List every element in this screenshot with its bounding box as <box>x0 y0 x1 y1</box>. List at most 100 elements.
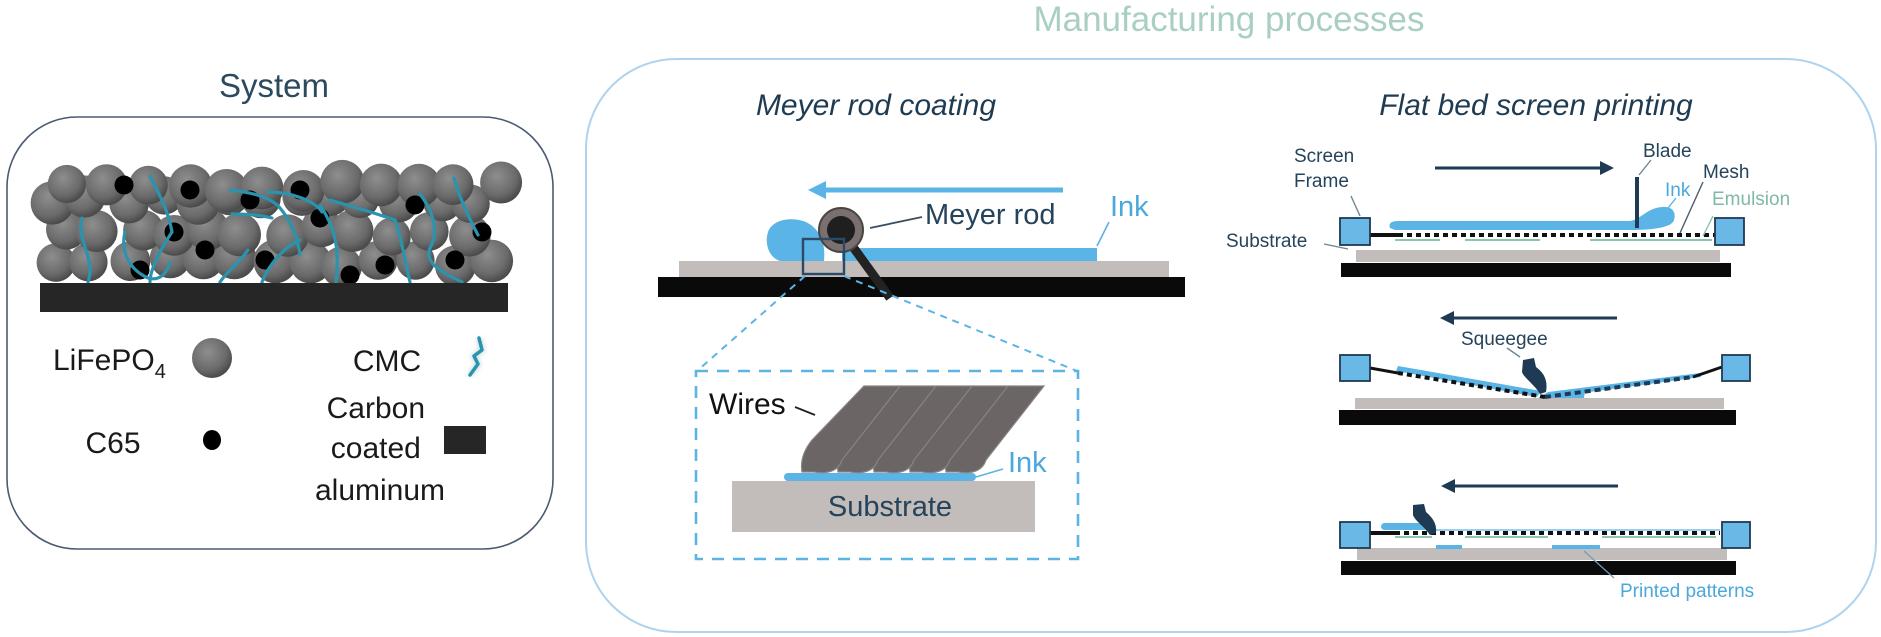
current-collector <box>40 283 508 312</box>
step2-direction-arrow <box>1440 311 1617 325</box>
lifepo4-particle <box>320 159 365 204</box>
projection-line-left <box>696 275 806 372</box>
meyer-rod-core <box>827 216 855 244</box>
inset-ink-label: Ink <box>1008 447 1047 479</box>
step1-frame-right <box>1714 217 1745 246</box>
step1-ink <box>1389 206 1675 230</box>
legend-label-cmc: CMC <box>353 345 421 378</box>
system-title: System <box>219 67 329 104</box>
lifepo4-particle <box>359 163 403 207</box>
dark-rectangle-icon <box>444 426 486 454</box>
emulsion-label: Emulsion <box>1712 189 1790 210</box>
black-dot-icon <box>203 430 221 450</box>
screen-title: Flat bed screen printing <box>1379 89 1693 122</box>
meyer-ink-label: Ink <box>1110 191 1149 223</box>
lifepo4-particle <box>331 209 374 252</box>
cmc-binder-strand <box>260 238 302 284</box>
lifepo4-particle <box>480 161 523 204</box>
screen-step-1: Screen Frame Substrate Blade Mesh Ink Em… <box>1226 141 1790 277</box>
squeegee <box>1522 358 1547 394</box>
step1-ink-label: Ink <box>1665 180 1691 201</box>
step2-substrate <box>1355 398 1724 409</box>
meyer-inset: Wires Ink Substrate <box>694 369 1080 561</box>
screen-step-3: Printed patterns <box>1339 479 1754 602</box>
inset-substrate-label: Substrate <box>828 491 952 523</box>
legend: LiFePO4 CMC C65 Carbon coated aluminum <box>53 336 486 507</box>
c65-particle <box>340 265 360 285</box>
printed-patterns-leader <box>1583 550 1615 579</box>
system-panel: LiFePO4 CMC C65 Carbon coated aluminum <box>6 116 554 550</box>
ink-bead <box>766 219 825 261</box>
gray-sphere-icon <box>192 338 232 378</box>
cmc-binder-strand <box>418 192 464 284</box>
step2-mesh-right <box>1544 375 1694 399</box>
cmc-binder-strand <box>79 216 92 284</box>
blade-label: Blade <box>1643 141 1692 162</box>
step3-frame-right <box>1721 521 1751 549</box>
c65-particle <box>114 175 134 195</box>
step1-leaders <box>1323 159 1714 250</box>
meyer-substrate <box>679 261 1169 277</box>
cmc-binder-strand <box>452 176 480 237</box>
projection-line-right <box>843 275 1078 372</box>
step1-substrate-label: Substrate <box>1226 231 1307 252</box>
lifepo4-particle <box>86 164 128 206</box>
step1-direction-arrow <box>1435 161 1614 175</box>
step1-substrate <box>1356 250 1720 262</box>
step3-frame-left <box>1339 521 1371 549</box>
lifepo4-particle <box>217 213 261 257</box>
cmc-binder-strand <box>328 198 412 284</box>
meyer-wire <box>800 385 902 474</box>
mesh-label: Mesh <box>1703 162 1749 183</box>
wires <box>800 385 1046 474</box>
step3-substrate <box>1357 548 1727 560</box>
meyer-title: Meyer rod coating <box>756 89 996 122</box>
step2-frame-left <box>1339 354 1371 382</box>
squeegee-label: Squeegee <box>1461 329 1548 350</box>
ink-leader <box>1096 221 1110 247</box>
wires-label: Wires <box>709 388 786 421</box>
zoom-region-box <box>801 237 846 276</box>
lifepo4-particle <box>47 164 86 204</box>
step1-base-plate <box>1341 263 1731 277</box>
inset-ink-leader <box>975 468 1004 478</box>
c65-particle <box>445 250 465 270</box>
wires-leader <box>794 406 816 416</box>
printed-patterns-label: Printed patterns <box>1620 581 1754 602</box>
screen-step-2: Squeegee <box>1339 311 1751 425</box>
meyer-base-plate <box>658 277 1185 297</box>
step3-ink <box>1381 523 1429 530</box>
lifepo4-particle <box>372 217 411 256</box>
step2-wire-right <box>1692 365 1723 379</box>
screen-label: Screen Frame <box>1294 146 1359 192</box>
step3-squeegee <box>1413 504 1437 535</box>
step3-base-plate <box>1341 561 1736 575</box>
lifepo4-particle <box>432 164 474 206</box>
screen-printing-section: Flat bed screen printing <box>1226 89 1790 602</box>
legend-label-carbon-coated-aluminum: Carbon coated aluminum <box>315 392 445 507</box>
cmc-binder-strand <box>230 212 274 220</box>
lifepo4-particle <box>204 169 249 213</box>
c65-particle <box>195 240 215 260</box>
c65-particle <box>405 195 425 215</box>
cmc-binder-strand <box>266 190 324 214</box>
meyer-rod-leader <box>869 216 923 229</box>
cmc-binder-strand <box>218 248 250 284</box>
c65-particle <box>472 222 492 242</box>
step2-wire-left <box>1369 366 1399 375</box>
lifepo4-particle <box>410 212 449 251</box>
legend-label-c65: C65 <box>85 427 140 460</box>
meyer-ink-layer <box>842 248 1097 261</box>
printed-pattern-2 <box>1552 545 1600 549</box>
inset-substrate <box>732 481 1035 532</box>
manufacturing-title: Manufacturing processes <box>1033 0 1424 39</box>
cmc-binder-strand <box>148 174 174 284</box>
inset-ink-layer <box>784 473 976 481</box>
cmc-binder-strand <box>318 203 339 284</box>
legend-label-lifepo4: LiFePO4 <box>53 344 166 383</box>
step2-mesh-left <box>1397 371 1546 399</box>
step2-frame-right <box>1721 354 1751 382</box>
lifepo4-particle <box>397 163 441 207</box>
step3-direction-arrow <box>1441 479 1618 493</box>
